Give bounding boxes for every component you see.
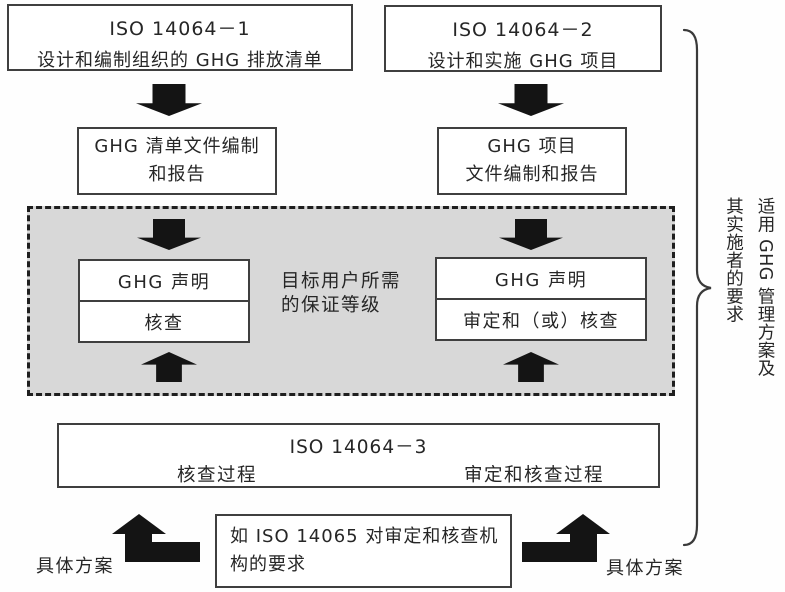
iso-14064-1-subtitle: 设计和编制组织的 GHG 排放清单: [37, 50, 323, 71]
iso-14064-2-box: ISO 14064－2 设计和实施 GHG 项目: [384, 5, 662, 72]
right-claim-top: GHG 声明: [437, 259, 645, 300]
ghg-claim-validation-box: GHG 声明 审定和（或）核查: [435, 257, 647, 341]
iso-14065-line2: 构的要求: [230, 553, 306, 575]
assurance-note-line2: 的保证等级: [281, 295, 382, 317]
iso-14065-box: 如 ISO 14065 对审定和核查机 构的要求: [215, 514, 512, 588]
curly-brace-icon: [682, 28, 712, 547]
iso-14064-1-title: ISO 14064－1: [109, 18, 251, 40]
assurance-note-line1: 目标用户所需: [281, 271, 402, 292]
ghg-project-doc-box: GHG 项目 文件编制和报告: [437, 127, 627, 195]
iso-14064-2-title: ISO 14064－2: [452, 19, 594, 41]
down-arrow-icon: [498, 84, 564, 116]
inventory-doc-line1: GHG 清单文件编制: [94, 136, 260, 158]
iso-14064-2-subtitle: 设计和实施 GHG 项目: [427, 51, 619, 72]
elbow-up-arrow-icon: [522, 514, 610, 562]
verification-process-label: 核查过程: [177, 465, 258, 486]
brace-caption-col-outer: 适用 GHG 管理方案及: [755, 197, 775, 377]
specific-scheme-label-right: 具体方案: [606, 558, 684, 579]
iso-14064-3-title: ISO 14064－3: [289, 437, 428, 458]
brace-caption-col-inner: 其实施者的要求: [723, 197, 744, 323]
left-claim-bottom: 核查: [144, 312, 184, 334]
elbow-up-arrow-icon: [112, 514, 200, 562]
validation-verification-process-label: 审定和核查过程: [464, 465, 605, 486]
brace-caption-vertical-text: 适用 GHG 管理方案及 其实施者的要求: [716, 197, 780, 407]
ghg-inventory-doc-box: GHG 清单文件编制 和报告: [77, 127, 277, 195]
right-claim-bottom: 审定和（或）核查: [463, 310, 619, 332]
iso-14064-3-box: ISO 14064－3 核查过程 审定和核查过程: [57, 423, 660, 488]
specific-scheme-label-left: 具体方案: [36, 556, 114, 577]
assurance-level-note: 目标用户所需 的保证等级: [281, 270, 431, 319]
project-doc-line2: 文件编制和报告: [465, 164, 599, 185]
down-arrow-icon: [136, 84, 202, 116]
left-claim-top: GHG 声明: [80, 261, 248, 302]
ghg-claim-verification-box: GHG 声明 核查: [78, 259, 250, 343]
iso-14064-1-box: ISO 14064－1 设计和编制组织的 GHG 排放清单: [7, 4, 353, 71]
iso-14065-line1: 如 ISO 14065 对审定和核查机: [230, 526, 499, 547]
inventory-doc-line2: 和报告: [148, 164, 206, 185]
project-doc-line1: GHG 项目: [487, 136, 577, 158]
